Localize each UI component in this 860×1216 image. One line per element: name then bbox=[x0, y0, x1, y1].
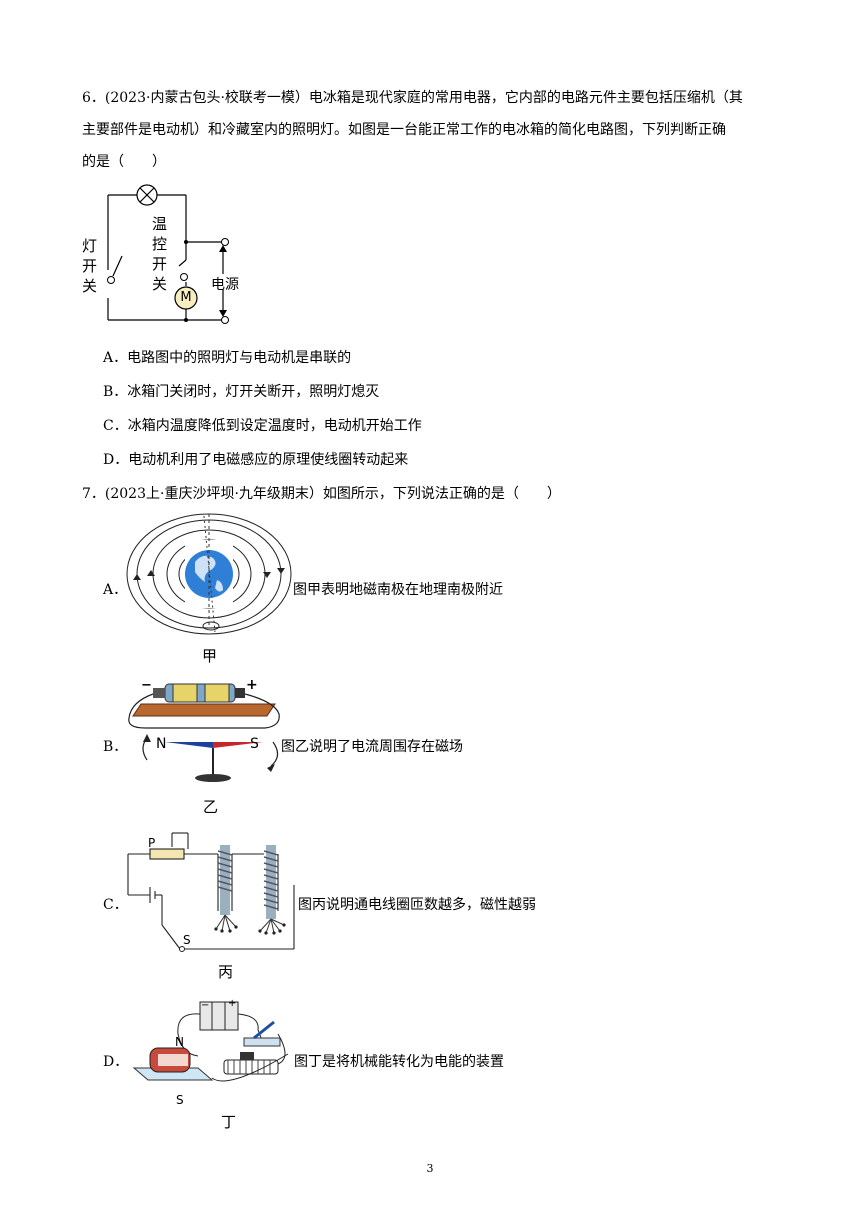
magnet-s-label: S bbox=[176, 1093, 184, 1107]
electromagnet-circuit-figure bbox=[127, 832, 295, 952]
lamp-switch-label: 灯 开 关 bbox=[82, 237, 98, 295]
q6-option-d[interactable]: D．电动机利用了电磁感应的原理使线圈转动起来 bbox=[103, 452, 409, 468]
q7-option-d-letter[interactable]: D． bbox=[103, 1054, 129, 1070]
electromagnetic-device-figure bbox=[132, 1001, 289, 1082]
q7-option-a-letter[interactable]: A． bbox=[103, 582, 128, 598]
q7-option-b-text[interactable]: 图乙说明了电流周围存在磁场 bbox=[281, 739, 463, 755]
page-number: 3 bbox=[426, 1162, 434, 1175]
q6-stem-line-2: 主要部件是电动机）和冷藏室内的照明灯。如图是一台能正常工作的电冰箱的简化电路图，… bbox=[82, 122, 726, 138]
compass-s-label: S bbox=[250, 736, 259, 752]
battery-plus-label: + bbox=[228, 998, 237, 1009]
q7-option-b-letter[interactable]: B． bbox=[103, 739, 128, 755]
q7-option-d-text[interactable]: 图丁是将机械能转化为电能的装置 bbox=[294, 1054, 504, 1070]
power-source-label: 电源 bbox=[211, 277, 239, 293]
fridge-circuit-diagram bbox=[107, 184, 229, 324]
figure-caption-ding: 丁 bbox=[221, 1113, 237, 1131]
figure-caption-yi: 乙 bbox=[203, 798, 219, 816]
switch-s-label: S bbox=[183, 933, 191, 947]
q6-option-c[interactable]: C．冰箱内温度降低到设定温度时，电动机开始工作 bbox=[103, 418, 422, 434]
motor-label: M bbox=[180, 290, 192, 305]
oersted-experiment-figure bbox=[128, 683, 280, 782]
battery-minus-label: − bbox=[201, 1000, 210, 1011]
q6-stem-line-1: 6．(2023·内蒙古包头·校联考一模）电冰箱是现代家庭的常用电器，它内部的电路… bbox=[82, 90, 743, 106]
magnet-n-label: N bbox=[175, 1035, 184, 1049]
battery-plus-label: + bbox=[246, 677, 258, 693]
figure-caption-jia: 甲 bbox=[202, 647, 218, 665]
q6-stem-line-3: 的是（ ） bbox=[82, 154, 166, 170]
q7-option-c-letter[interactable]: C． bbox=[103, 897, 128, 913]
motor-icon bbox=[174, 286, 198, 310]
q6-option-b[interactable]: B．冰箱门关闭时，灯开关断开，照明灯熄灭 bbox=[103, 384, 380, 400]
thermo-switch-label: 温 控 开 关 bbox=[152, 215, 168, 293]
compass-n-label: N bbox=[156, 736, 167, 752]
q7-stem: 7．(2023上·重庆沙坪坝·九年级期末）如图所示，下列说法正确的是（ ） bbox=[82, 486, 561, 502]
q7-option-a-text[interactable]: 图甲表明地磁南极在地理南极附近 bbox=[293, 582, 503, 598]
figure-caption-bing: 丙 bbox=[218, 963, 234, 981]
earth-magnetic-field-figure bbox=[126, 513, 292, 635]
battery-minus-label: − bbox=[141, 678, 152, 693]
q6-option-a[interactable]: A．电路图中的照明灯与电动机是串联的 bbox=[103, 350, 352, 366]
q7-option-c-text[interactable]: 图丙说明通电线圈匝数越多，磁性越弱 bbox=[298, 897, 536, 913]
rheostat-p-label: P bbox=[148, 836, 156, 850]
